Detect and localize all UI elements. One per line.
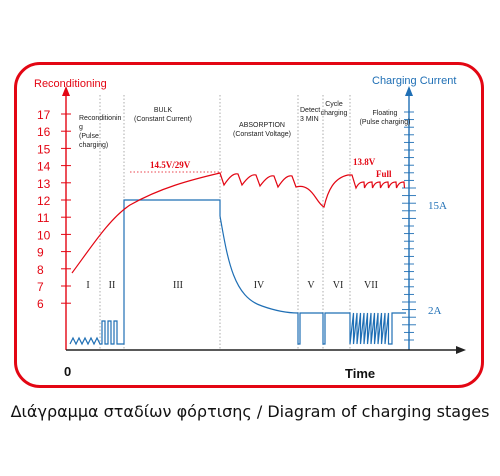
stage-name-line: Floating xyxy=(373,110,398,117)
stage-name-line: (Pulse xyxy=(79,133,99,140)
left-tick-label: 7 xyxy=(37,280,44,294)
full-label: Full xyxy=(376,169,392,179)
charging-stages-diagram: Reconditioning Charging Current 17161514… xyxy=(34,75,466,381)
stage-name-line: charging) xyxy=(79,142,108,149)
left-tick-label: 8 xyxy=(37,263,44,277)
left-tick-label: 15 xyxy=(37,142,51,156)
stage-name-line: 3 MIN xyxy=(300,116,319,123)
right-label-high: 15A xyxy=(428,200,447,212)
stage-numeral: I xyxy=(86,280,89,291)
left-tick-label: 11 xyxy=(37,211,50,225)
stage-name-line: Reconditionin xyxy=(79,115,122,122)
left-tick-label: 13 xyxy=(37,177,51,191)
origin-label: 0 xyxy=(64,364,71,379)
stage-name-line: BULK xyxy=(154,107,173,114)
stage-numeral: V xyxy=(307,280,315,291)
left-axis-ticks: 17 16 15 14 13 12 11 10 9 8 7 6 xyxy=(37,108,71,311)
bulk-voltage-label: 14.5V/29V xyxy=(150,160,191,170)
stage-numeral: II xyxy=(109,280,116,291)
stage-numeral: VI xyxy=(333,280,344,291)
left-tick-label: 17 xyxy=(37,108,51,122)
stage-name-line: Cycle xyxy=(325,101,343,108)
time-axis-arrow xyxy=(456,346,466,354)
stage-name-line: (Constant Voltage) xyxy=(233,131,291,138)
stage-numeral: VII xyxy=(364,280,378,291)
current-curve xyxy=(69,199,406,346)
stage-name-line: g xyxy=(79,124,83,131)
stage-dividers xyxy=(99,95,351,350)
float-voltage-label: 13.8V xyxy=(353,157,376,167)
left-tick-label: 12 xyxy=(37,194,51,208)
left-tick-label: 14 xyxy=(37,160,51,174)
diagram-frame xyxy=(14,62,484,388)
stage-name-line: ABSORPTION xyxy=(239,122,285,129)
left-tick-label: 16 xyxy=(37,125,51,139)
right-axis-arrow xyxy=(405,86,413,96)
diagram-caption: Διάγραμμα σταδίων φόρτισης / Diagram of … xyxy=(10,402,490,421)
left-tick-label: 9 xyxy=(37,246,44,260)
left-tick-label: 10 xyxy=(37,228,51,242)
right-label-low: 2A xyxy=(428,305,442,317)
stage-numeral: IV xyxy=(254,280,265,291)
stage-numeral: III xyxy=(173,280,183,291)
stage-name-line: (Constant Current) xyxy=(134,116,192,123)
stage-name-line: charging xyxy=(321,110,348,117)
left-tick-label: 6 xyxy=(37,297,44,311)
right-axis-title: Charging Current xyxy=(372,75,456,87)
voltage-curve xyxy=(71,172,406,274)
left-axis-title: Reconditioning xyxy=(34,78,107,90)
stage-name-line: (Pulse charging) xyxy=(360,119,411,126)
left-axis-arrow xyxy=(62,86,70,96)
stage-name-line: Detect xyxy=(300,107,320,114)
time-label: Time xyxy=(345,366,375,381)
